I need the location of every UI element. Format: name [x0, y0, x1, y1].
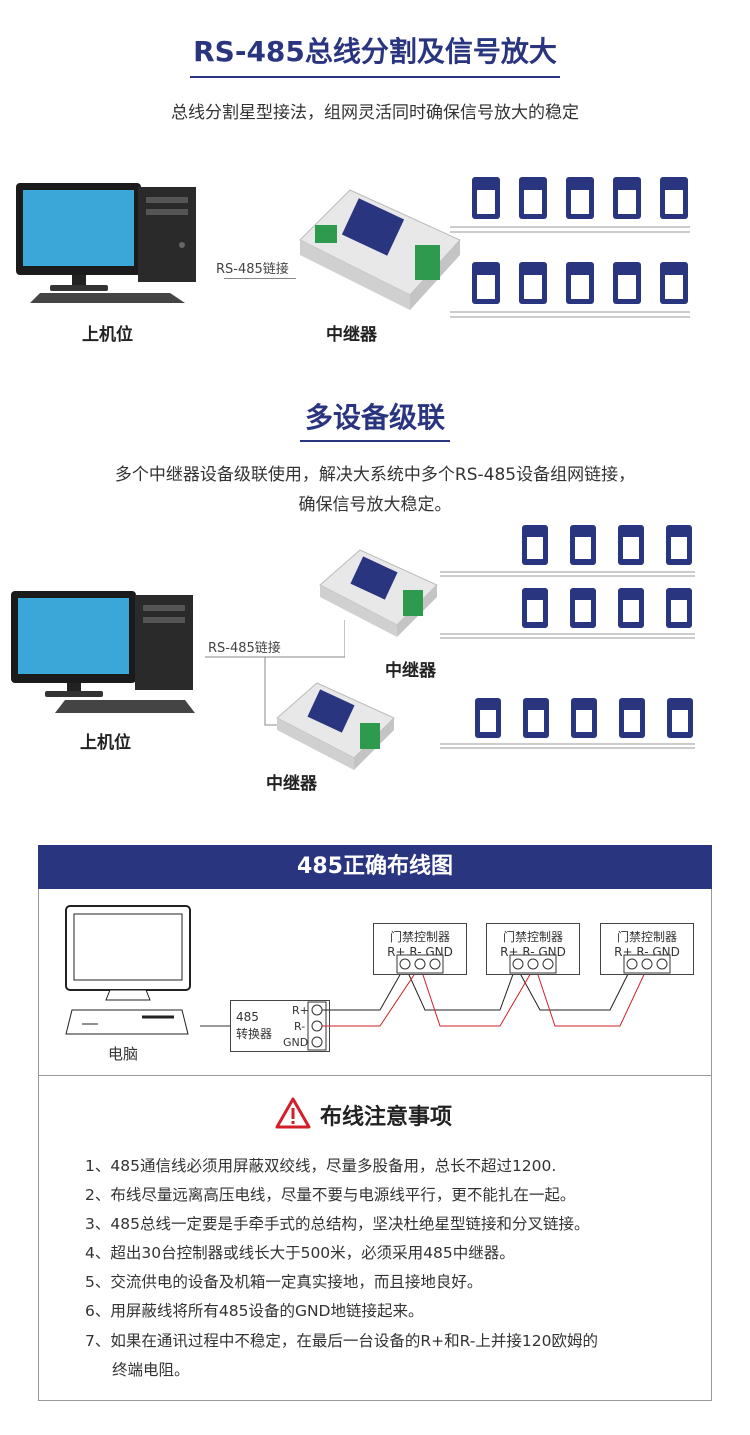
terminal-rplus-label: R+: [292, 1004, 309, 1017]
note-item: 6、用屏蔽线将所有485设备的GND地链接起来。: [85, 1302, 424, 1320]
section1-title: RS-485总线分割及信号放大: [193, 35, 557, 68]
pc-illustration: [11, 591, 195, 713]
pc-label: 上机位: [80, 733, 131, 753]
converter-label-line2: 转换器: [236, 1027, 273, 1041]
note-item: 5、交流供电的设备及机箱一定真实接地，而且接地良好。: [85, 1273, 483, 1291]
note-item: 3、485总线一定要是手牵手式的总结构，坚决杜绝星型链接和分叉链接。: [85, 1215, 590, 1233]
terminal-rminus-label: R-: [294, 1020, 306, 1033]
wiring-banner: 485正确布线图: [38, 845, 712, 889]
converter-label-line1: 485: [236, 1010, 259, 1024]
notes-title: 布线注意事项: [320, 1105, 453, 1130]
link-line: [224, 278, 296, 279]
device-grid: [440, 525, 695, 749]
pc-label: 电脑: [108, 1045, 139, 1063]
note-item: 7、如果在通讯过程中不稳定，在最后一台设备的R+和R-上并接120欧姆的: [85, 1332, 598, 1350]
note-item-continuation: 终端电阻。: [112, 1361, 190, 1379]
terminal-gnd-label: GND: [283, 1036, 309, 1049]
section1-title-underline: [190, 76, 560, 78]
repeater-device: [319, 549, 438, 637]
pc-illustration: [16, 183, 196, 303]
monitor-icon: [65, 905, 191, 1035]
note-item: 4、超出30台控制器或线长大于500米，必须采用485中继器。: [85, 1244, 515, 1262]
warning-icon: [275, 1097, 311, 1129]
repeater-device: [276, 682, 395, 770]
controller-terminal-blocks: [396, 954, 671, 974]
repeater-label: 中继器: [385, 661, 436, 681]
panel-divider: [38, 1075, 712, 1076]
controller-name: 门禁控制器: [389, 930, 450, 944]
repeater-label: 中继器: [266, 774, 317, 794]
section2-subtitle-line2: 确保信号放大稳定。: [298, 495, 452, 515]
section1-subtitle: 总线分割星型接法，组网灵活同时确保信号放大的稳定: [171, 103, 579, 123]
link-label: RS-485链接: [216, 262, 289, 277]
repeater-label: 中继器: [326, 325, 377, 345]
controller-name: 门禁控制器: [502, 930, 563, 944]
wiring-lines: [200, 964, 649, 1051]
device-grid: [450, 177, 690, 318]
pc-label: 上机位: [82, 325, 133, 345]
repeater-device: [299, 189, 461, 310]
note-item: 1、485通信线必须用屏蔽双绞线，尽量多股备用，总长不超过1200.: [85, 1157, 557, 1175]
controller-name: 门禁控制器: [616, 930, 677, 944]
link-label: RS-485链接: [208, 641, 281, 656]
controller-box: 门禁控制器 R+ R- GND: [486, 923, 580, 975]
section2-title: 多设备级联: [304, 401, 445, 434]
section2-subtitle-line1: 多个中继器设备级联使用，解决大系统中多个RS-485设备组网链接，: [114, 465, 636, 485]
section2-title-underline: [300, 440, 450, 442]
note-item: 2、布线尽量远离高压电线，尽量不要与电源线平行，更不能扎在一起。: [85, 1186, 576, 1204]
